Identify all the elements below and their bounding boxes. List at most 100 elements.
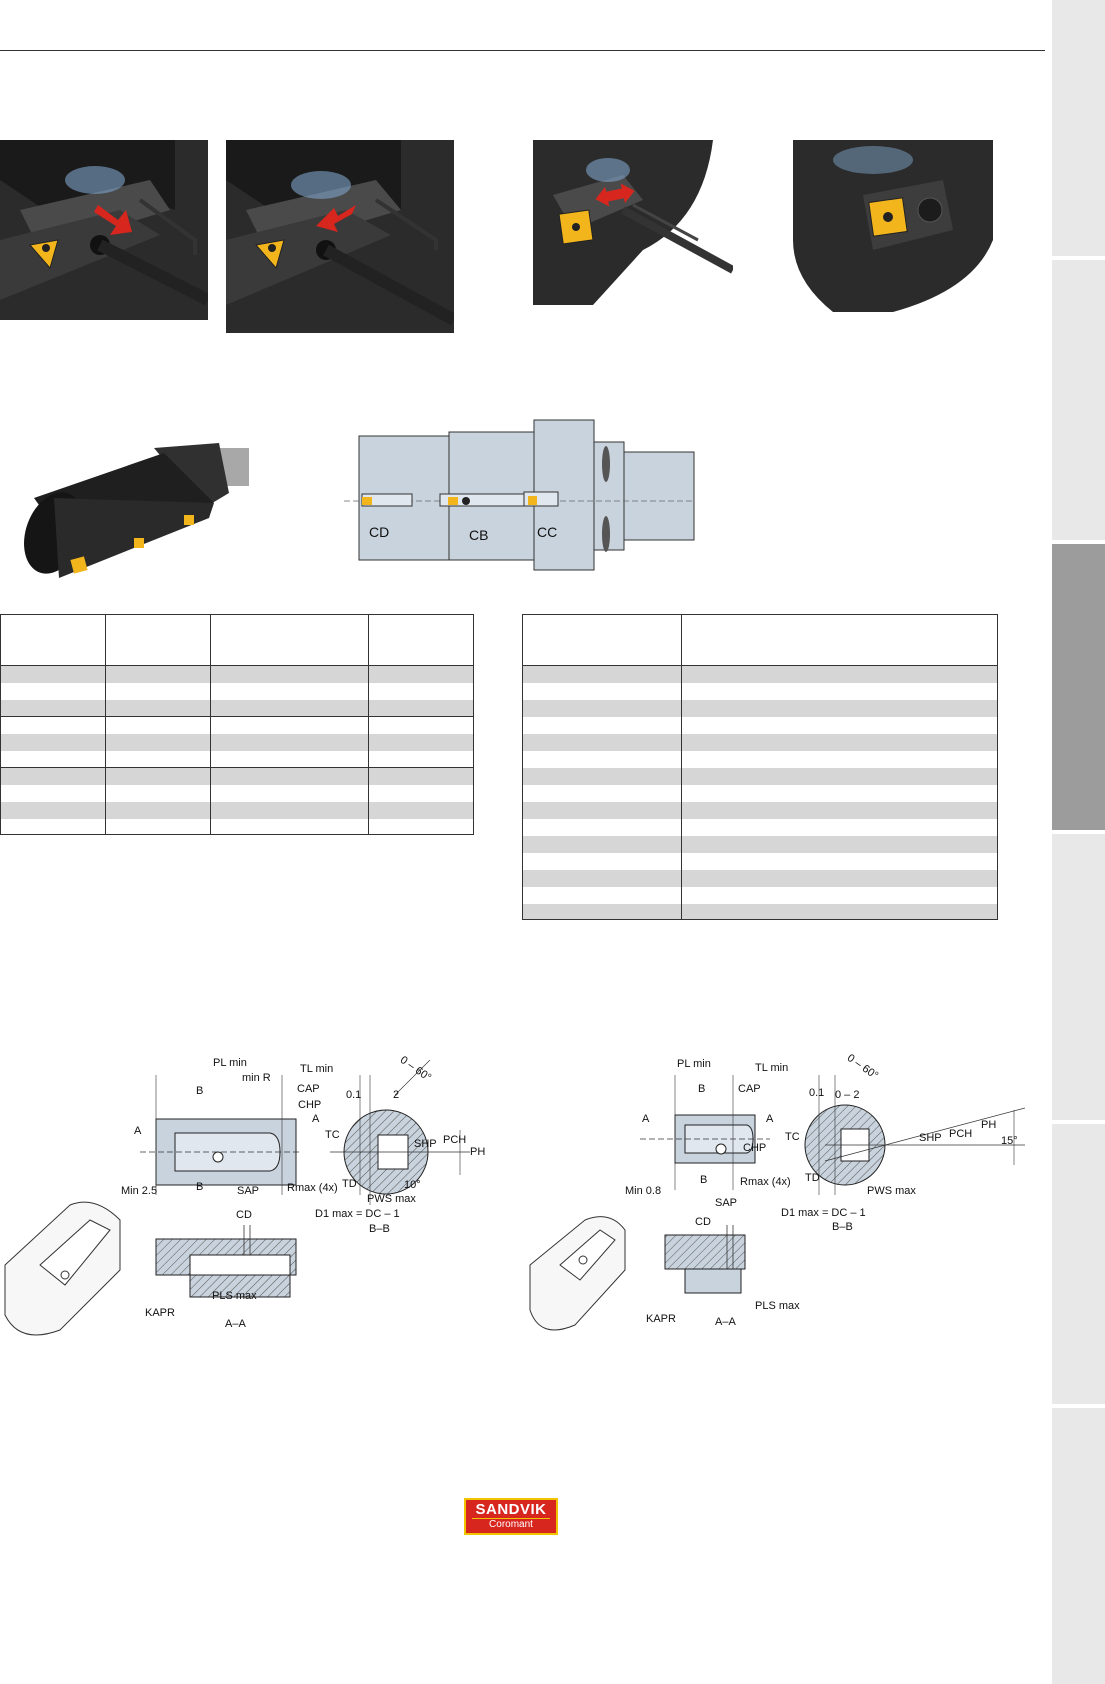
logo-divider (472, 1518, 550, 1519)
dim-tc: TC (325, 1129, 340, 1141)
dim-kapr: KAPR (145, 1307, 175, 1319)
dim-b-bottom: B (196, 1181, 204, 1193)
table-row (522, 801, 998, 819)
table-header-cell (104, 614, 211, 666)
dim-cd: CD (236, 1209, 252, 1221)
table-row (522, 818, 998, 836)
dim-pws-max: PWS max (367, 1193, 416, 1205)
table-row (522, 903, 998, 920)
section-b-b: B–B (369, 1223, 390, 1235)
dim-a-left: A (134, 1125, 142, 1137)
dim-pch: PCH (443, 1134, 467, 1146)
side-tab[interactable] (1052, 1408, 1105, 1684)
dim-15deg: 15° (1001, 1135, 1018, 1147)
dim-ph: PH (981, 1119, 997, 1131)
table-row (0, 682, 474, 700)
holder-label-cb: CB (469, 527, 489, 543)
table-header-cell (681, 614, 998, 666)
dim-pws-max: PWS max (867, 1185, 916, 1197)
dim-a-right: A (766, 1113, 774, 1125)
table-row (522, 835, 998, 853)
section-b-b: B–B (832, 1221, 853, 1233)
side-tab[interactable] (1052, 1124, 1105, 1404)
table-row (522, 699, 998, 717)
table-header-cell (522, 614, 682, 666)
dim-0-1: 0.1 (809, 1087, 825, 1099)
table-row (522, 869, 998, 887)
dim-0-2: 0 – 2 (835, 1089, 860, 1101)
table-header-cell (0, 614, 106, 666)
dim-b-bottom: B (700, 1174, 708, 1186)
table-row (522, 716, 998, 734)
section-a-a: A–A (225, 1318, 246, 1330)
table-row (522, 784, 998, 802)
boring-bar-photo (14, 438, 254, 594)
dim-d1-max: D1 max = DC – 1 (315, 1208, 400, 1220)
sandvik-coromant-logo: SANDVIK Coromant (464, 1498, 558, 1535)
dim-shp: SHP (414, 1138, 437, 1150)
side-tab-strip (1052, 0, 1105, 1684)
dim-10deg: 10° (404, 1179, 421, 1191)
table-row (0, 699, 474, 717)
dim-pch: PCH (949, 1128, 973, 1140)
dim-ph: PH (470, 1146, 486, 1158)
table-row (0, 801, 474, 819)
table-row (522, 665, 998, 683)
dim-cap: CAP (297, 1083, 320, 1095)
right-technical-drawing: PL min B CAP A A CHP TL min 0.1 0 – 2 0 … (525, 1052, 1026, 1345)
table-header-cell (210, 614, 369, 666)
dim-sap: SAP (237, 1185, 260, 1197)
table-row (0, 750, 474, 768)
clamping-photo-2 (226, 140, 454, 333)
dim-shp: SHP (919, 1132, 942, 1144)
side-tab[interactable] (1052, 834, 1105, 1120)
dim-rmax: Rmax (4x) (287, 1182, 338, 1194)
dim-b-top: B (196, 1085, 204, 1097)
dim-a-left: A (642, 1113, 650, 1125)
table-row (522, 733, 998, 751)
dim-min-0-8: Min 0.8 (625, 1185, 662, 1197)
table-row (0, 818, 474, 835)
dim-min-r: min R (242, 1072, 271, 1084)
dim-tl-min: TL min (755, 1062, 789, 1074)
clamping-photo-3 (533, 140, 733, 305)
section-a-a: A–A (715, 1316, 736, 1328)
dim-chp: CHP (298, 1099, 322, 1111)
dim-chp: CHP (743, 1142, 767, 1154)
side-tab[interactable] (1052, 260, 1105, 540)
table-row (0, 665, 474, 683)
dim-pls-max: PLS max (755, 1300, 800, 1312)
table-row (522, 852, 998, 870)
dim-b-top: B (698, 1083, 706, 1095)
dim-tl-min: TL min (300, 1063, 334, 1075)
table-row (0, 733, 474, 751)
dim-pls-max: PLS max (212, 1290, 257, 1302)
table-row (0, 784, 474, 802)
dim-d1-max: D1 max = DC – 1 (781, 1207, 866, 1219)
table-row (0, 767, 474, 785)
logo-text-coromant: Coromant (489, 1519, 533, 1530)
dim-kapr: KAPR (646, 1313, 676, 1325)
table-row (522, 886, 998, 904)
holder-label-cc: CC (537, 524, 558, 540)
left-data-table (0, 614, 474, 835)
dim-pl-min: PL min (213, 1057, 247, 1069)
dim-tc: TC (785, 1131, 800, 1143)
side-tab-active[interactable] (1052, 544, 1105, 830)
dim-pl-min: PL min (677, 1058, 711, 1070)
holder-section-diagram: CD CB CC (344, 414, 714, 574)
logo-text-sandvik: SANDVIK (475, 1501, 547, 1518)
clamping-photo-1 (0, 140, 208, 320)
dim-cd: CD (695, 1216, 711, 1228)
table-row (522, 682, 998, 700)
table-row (522, 767, 998, 785)
dim-0-1: 0.1 (346, 1089, 362, 1101)
side-tab[interactable] (1052, 0, 1105, 256)
dim-cap: CAP (738, 1083, 761, 1095)
dim-sap: SAP (715, 1197, 738, 1209)
dim-rmax: Rmax (4x) (740, 1176, 791, 1188)
right-data-table (522, 614, 998, 920)
holder-label-cd: CD (369, 524, 390, 540)
header-rule (0, 50, 1045, 51)
table-header-cell (368, 614, 474, 666)
